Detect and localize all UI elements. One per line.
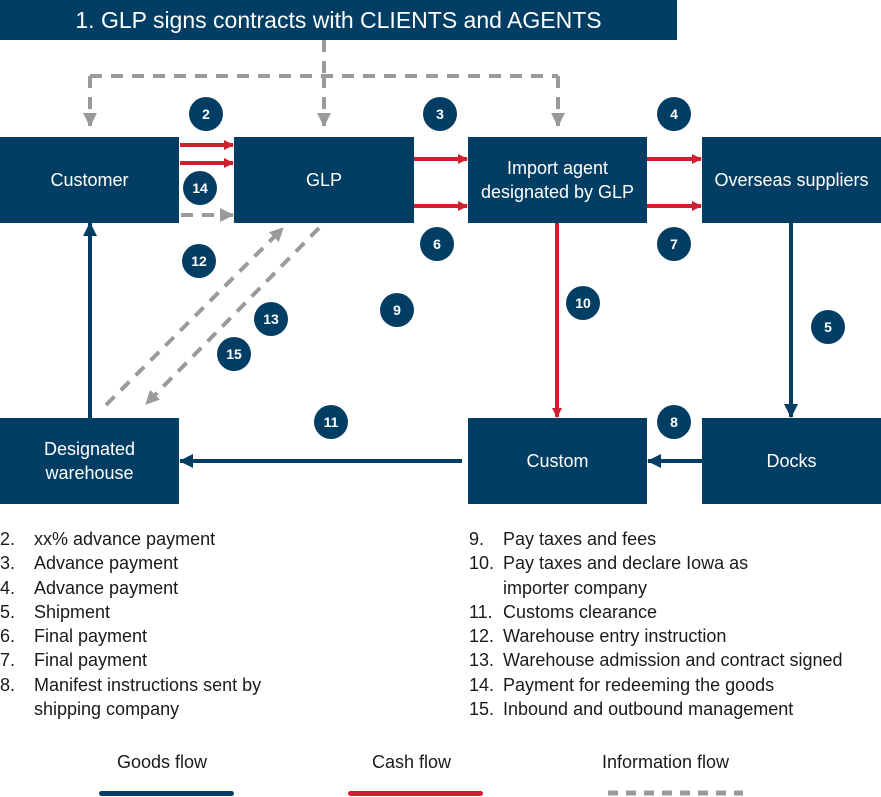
customer-label: Customer [50, 170, 129, 190]
step-item: 14.Payment for redeeming the goods [469, 674, 775, 695]
contract-title-box: 1. GLP signs contracts with CLIENTS and … [0, 0, 677, 40]
step-item: 15.Inbound and outbound management [469, 699, 794, 720]
step-badge-7: 7 [657, 227, 691, 261]
cash-flow-label: Cash flow [372, 752, 452, 772]
step-badge-5: 5 [811, 310, 845, 344]
import-agent-label-line1: Import agent [506, 158, 609, 178]
import-agent-label-line2: designated by GLP [480, 182, 635, 202]
glp-node: GLP [234, 137, 414, 223]
designated-warehouse-node: Designated warehouse [0, 418, 179, 504]
overseas-suppliers-label: Overseas suppliers [714, 170, 869, 190]
step-item: importer company [503, 577, 648, 598]
info-flow-label: Information flow [602, 752, 730, 772]
step-item: 2.xx% advance payment [0, 529, 216, 549]
step-badge-11: 11 [314, 405, 348, 439]
info-flow-contracts [83, 40, 565, 127]
step-badge-8: 8 [657, 405, 691, 439]
step-item: 13.Warehouse admission and contract sign… [469, 650, 843, 671]
step-item: 6.Final payment [0, 626, 148, 647]
step-item: 9.Pay taxes and fees [469, 529, 657, 549]
warehouse-label-line1: Designated [43, 439, 136, 459]
step-item: 11.Customs clearance [469, 601, 658, 622]
step-badge-10: 10 [566, 286, 600, 320]
contract-title: 1. GLP signs contracts with CLIENTS and … [75, 7, 602, 33]
step-badge-15: 15 [217, 337, 251, 371]
info-arrow-13-15 [144, 226, 321, 406]
custom-label: Custom [526, 451, 589, 471]
customer-node: Customer [0, 137, 179, 223]
goods-flow-label: Goods flow [117, 752, 208, 772]
docks-label: Docks [766, 451, 817, 471]
step-badge-12: 12 [182, 244, 216, 278]
step-badge-9: 9 [380, 293, 414, 327]
step-badge-4: 4 [657, 97, 691, 131]
steps-list-right: 9.Pay taxes and fees 10.Pay taxes and de… [469, 527, 843, 721]
step-item: shipping company [34, 699, 180, 720]
step-item: 12.Warehouse entry instruction [469, 626, 727, 647]
info-flow-swatch [608, 790, 743, 796]
step-item: 10.Pay taxes and declare Iowa as [469, 553, 749, 574]
step-item: 8.Manifest instructions sent by [0, 674, 262, 695]
step-item: 3.Advance payment [0, 553, 179, 574]
step-badge-14: 14 [183, 171, 217, 205]
overseas-suppliers-node: Overseas suppliers [702, 137, 881, 223]
warehouse-label-line2: warehouse [45, 463, 134, 483]
steps-list-left: 2.xx% advance payment 3.Advance payment … [0, 527, 261, 721]
goods-flow-swatch [99, 791, 234, 796]
step-item: 4.Advance payment [0, 577, 179, 598]
step-badge-13: 13 [254, 302, 288, 336]
step-badge-2: 2 [189, 97, 223, 131]
step-badge-6: 6 [420, 227, 454, 261]
step-item: 7.Final payment [0, 650, 148, 671]
custom-node: Custom [468, 418, 647, 504]
glp-label: GLP [305, 170, 343, 190]
step-item: 5.Shipment [0, 601, 111, 622]
import-agent-node: Import agent designated by GLP [468, 137, 647, 223]
cash-flow-swatch [348, 791, 483, 796]
step-badge-3: 3 [423, 97, 457, 131]
docks-node: Docks [702, 418, 881, 504]
